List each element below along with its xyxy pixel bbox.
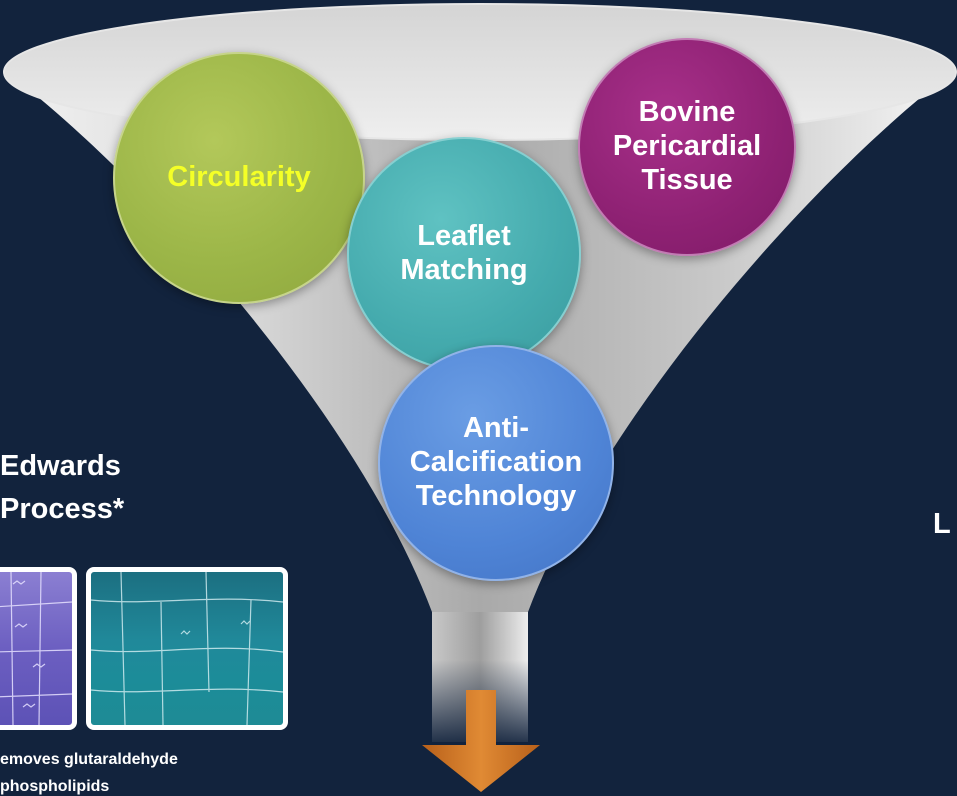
tissue-structure-icon: [0, 572, 72, 725]
tissue-image-right: [86, 567, 288, 730]
circularity-bubble: Circularity: [113, 52, 365, 304]
caption-line-1: emoves glutaraldehyde: [0, 751, 178, 768]
right-partial-label: L: [933, 508, 951, 540]
bovine-label-line2: Pericardial: [612, 130, 762, 163]
tissue-image-left: [0, 567, 77, 730]
caption-line-2: phospholipids: [0, 778, 110, 795]
anti-label-line1: Anti-: [462, 412, 530, 445]
leaflet-matching-bubble: Leaflet Matching: [347, 137, 581, 371]
leaflet-label-line1: Leaflet: [417, 220, 511, 253]
leaflet-label-line2: Matching: [400, 254, 528, 286]
down-arrow-icon: [422, 690, 540, 792]
circularity-label: Circularity: [167, 161, 311, 194]
process-label: Process*: [0, 493, 125, 525]
anti-label-line2: Calcification: [409, 446, 583, 479]
tissue-structure-icon: [91, 572, 283, 725]
anti-label-line3: Technology: [415, 479, 577, 512]
bovine-label-line1: Bovine: [638, 96, 736, 129]
edwards-label: Edwards: [0, 450, 121, 482]
bovine-pericardial-tissue-bubble: Bovine Pericardial Tissue: [578, 38, 796, 256]
bovine-label-line3: Tissue: [641, 163, 733, 196]
anti-calcification-bubble: Anti- Calcification Technology: [378, 345, 614, 581]
